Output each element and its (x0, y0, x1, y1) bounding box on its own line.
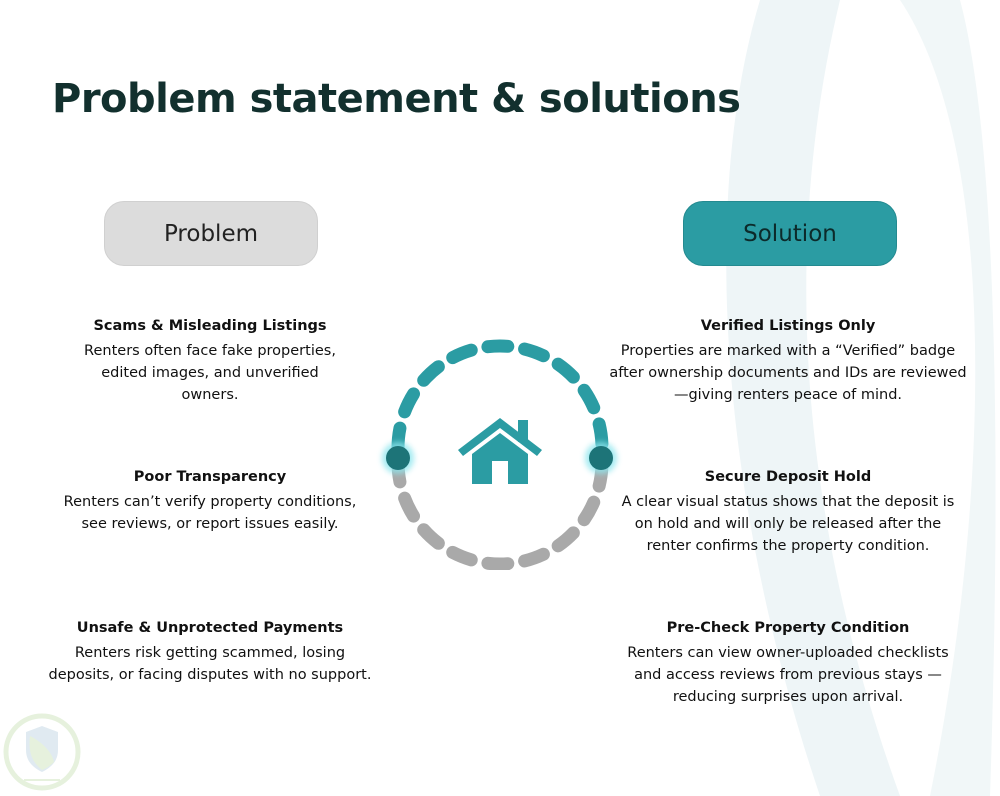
right-ring-node (589, 446, 613, 470)
solution-title: Pre-Check Property Condition (666, 620, 910, 636)
problem-item: Poor Transparency Renters can’t verify p… (20, 469, 400, 535)
problem-title: Unsafe & Unprotected Payments (76, 620, 344, 636)
left-ring-node (386, 446, 410, 470)
page-title: Problem statement & solutions (52, 76, 741, 122)
problem-desc: Renters often face fake properties, edit… (84, 343, 336, 403)
solution-item: Secure Deposit Hold A clear visual statu… (598, 469, 978, 557)
solution-desc: A clear visual status shows that the dep… (621, 494, 955, 554)
kafeel-logo (3, 713, 81, 791)
ring-bottom-gray-arc (391, 455, 609, 570)
solution-desc: Properties are marked with a “Verified” … (609, 343, 967, 403)
solution-header-pill: Solution (683, 201, 897, 266)
ring-top-teal-arc (391, 339, 609, 455)
dashed-ring-graphic (382, 339, 617, 570)
problem-desc: Renters can’t verify property conditions… (63, 494, 357, 532)
problem-title: Poor Transparency (133, 469, 287, 485)
solution-title: Secure Deposit Hold (704, 469, 872, 485)
solution-desc: Renters can view owner-uploaded checklis… (627, 645, 949, 705)
house-icon (458, 418, 542, 484)
solution-item: Verified Listings Only Properties are ma… (598, 318, 978, 406)
problem-item: Scams & Misleading Listings Renters ofte… (20, 318, 400, 406)
problem-header-pill: Problem (104, 201, 318, 266)
solution-title: Verified Listings Only (700, 318, 876, 334)
problem-desc: Renters risk getting scammed, losing dep… (48, 645, 372, 683)
solution-item: Pre-Check Property Condition Renters can… (598, 620, 978, 708)
problem-title: Scams & Misleading Listings (93, 318, 327, 334)
problem-item: Unsafe & Unprotected Payments Renters ri… (20, 620, 400, 686)
